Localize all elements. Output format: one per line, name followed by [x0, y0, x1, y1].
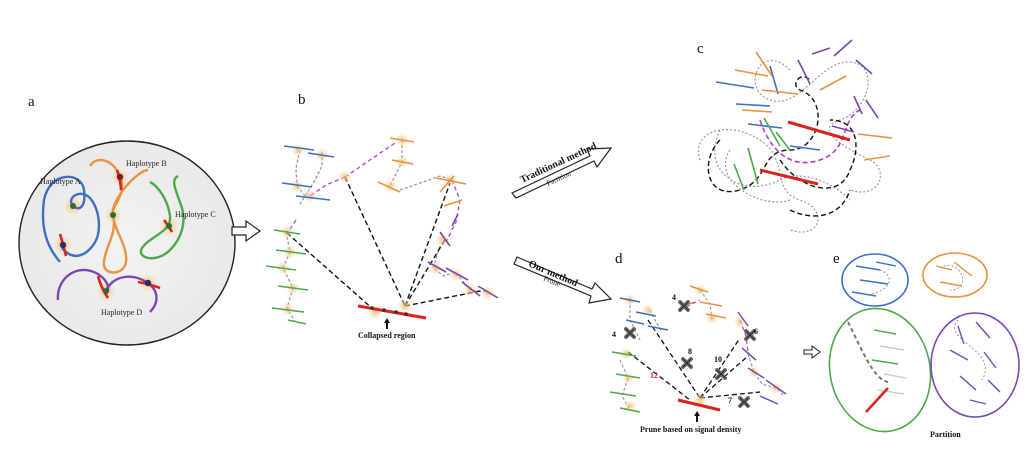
cluster-purple-reads — [949, 321, 1001, 405]
prune-count: 8 — [688, 347, 692, 356]
prune-x-icon — [624, 327, 636, 339]
panel-b-purple-reads — [427, 213, 499, 299]
haplotype-a-label: Haplotype A — [40, 177, 81, 186]
haplotype-c-label: Haplotype C — [175, 210, 216, 219]
prune-count: 10 — [714, 355, 722, 364]
panel-d-letter: d — [615, 251, 623, 267]
prune-x-icon — [738, 396, 750, 408]
collapsed-region-bar — [357, 304, 427, 320]
traditional-method-arrow: Traditional method Partition — [511, 141, 613, 199]
prune-caption: Prune based on signal density — [640, 425, 741, 434]
panel-b: b — [265, 92, 499, 340]
cluster-purple — [930, 312, 1020, 418]
panel-b-blue-reads — [281, 145, 335, 201]
haplotype-nodes — [59, 173, 172, 294]
haplotype-glows — [51, 166, 181, 303]
panel-c-letter: c — [697, 41, 704, 57]
arrow-a-to-b — [231, 219, 262, 243]
haplotype-d-label: Haplotype D — [101, 308, 142, 317]
cluster-green — [828, 307, 932, 433]
prune-count: 4 — [672, 293, 676, 302]
panel-c-tangle — [697, 60, 881, 233]
panel-c-reads — [715, 39, 893, 191]
cluster-blue — [841, 253, 909, 307]
panel-b-orange-reads — [377, 137, 467, 207]
panel-b-letter: b — [298, 92, 306, 108]
cluster-orange-reads — [935, 261, 973, 287]
cluster-green-collapsed — [865, 387, 889, 413]
panel-e: e — [828, 251, 1020, 439]
panel-e-letter: e — [833, 251, 840, 267]
panel-c: c — [697, 39, 893, 233]
panel-a: a — [18, 94, 236, 346]
partition-caption: Partition — [930, 430, 961, 439]
our-method-arrow: Our method Prune — [513, 256, 613, 304]
prune-x-icon — [681, 357, 693, 369]
kept-count: 12 — [650, 371, 658, 380]
haplotype-circle — [18, 140, 236, 346]
panel-a-letter: a — [28, 94, 35, 110]
collapsed-region-caption: Collapsed region — [358, 331, 416, 340]
panel-d: d — [609, 251, 787, 434]
prune-x-icon — [744, 329, 756, 341]
panel-b-glows — [275, 132, 496, 321]
haplotype-b-label: Haplotype B — [126, 159, 167, 168]
panel-d-collapsed-bar — [677, 398, 721, 412]
cluster-blue-reads — [851, 261, 897, 297]
prune-x-icon — [715, 368, 727, 380]
collapsed-pointer-icon — [384, 318, 390, 329]
cluster-green-reads — [871, 329, 907, 395]
prune-x-icon — [678, 300, 690, 312]
prune-count: 4 — [612, 330, 616, 339]
prune-count: 6 — [754, 327, 758, 336]
cluster-orange — [922, 252, 988, 298]
panel-b-links — [282, 140, 487, 323]
panel-b-green-reads — [265, 229, 309, 325]
prune-count: 7 — [728, 396, 732, 405]
haplotype-c-strand — [139, 174, 185, 260]
arrow-d-to-e — [803, 345, 821, 359]
panel-d-prune-links — [627, 319, 761, 401]
collapsed-region-nodes — [370, 306, 408, 316]
panel-c-collapsed — [759, 120, 851, 186]
panel-d-pointer-icon — [694, 411, 700, 422]
